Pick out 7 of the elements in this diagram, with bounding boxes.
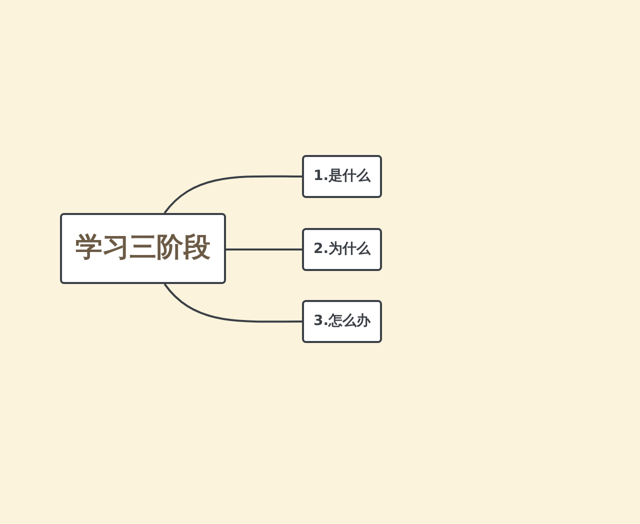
central-topic-box: 学习三阶段 bbox=[60, 213, 226, 284]
connector-line bbox=[164, 283, 302, 323]
subtopic-box: 2.为什么 bbox=[302, 228, 382, 271]
connector-line bbox=[164, 175, 302, 214]
subtopic-box: 1.是什么 bbox=[302, 155, 382, 198]
connector-line bbox=[226, 248, 302, 250]
subtopic-box: 3.怎么办 bbox=[302, 300, 382, 343]
